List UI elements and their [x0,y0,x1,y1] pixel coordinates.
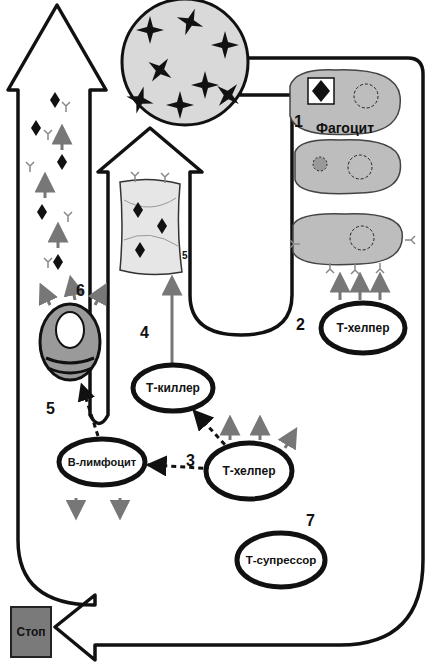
t-helper-cell: Т-хелпер [318,300,408,356]
callout-number: 4 [140,324,149,342]
callout-number: 1 [294,113,303,131]
callout-number: 5 [182,250,188,261]
node-label: Т-хелпер [336,321,389,335]
t-suppressor-cell: Т-супрессор [234,530,328,590]
antigen-circle [122,0,248,125]
node-label: Т-супрессор [246,554,317,566]
callout-number: 6 [76,282,85,300]
b-lymphocyte-cell: В-лимфоцит [56,436,148,488]
callout-number: 2 [296,316,305,334]
antigen-stars [123,4,248,119]
callout-number: 7 [306,512,315,530]
differentiation-arrow [82,386,98,436]
phagocyte-cell: Фагоцит [286,66,404,138]
node-label: Фагоцит [316,120,374,136]
activation-arrow [194,411,225,445]
node-label: В-лимфоцит [68,456,136,468]
stop-box: Стоп [10,606,52,658]
callout-number: 3 [186,452,195,470]
presenting-cell [290,214,415,274]
node-label: Т-киллер [146,381,200,395]
t-killer-cell: Т-киллер [130,362,216,414]
plasma-cell [40,304,100,380]
presenting-cell [295,140,401,194]
target-cell [120,172,182,275]
node-label: Стоп [17,625,46,639]
callout-number: 5 [46,400,55,418]
node-label: Т-хелпер [222,464,275,478]
antibodies [26,92,72,270]
t-helper-cell: Т-хелпер [203,440,295,502]
